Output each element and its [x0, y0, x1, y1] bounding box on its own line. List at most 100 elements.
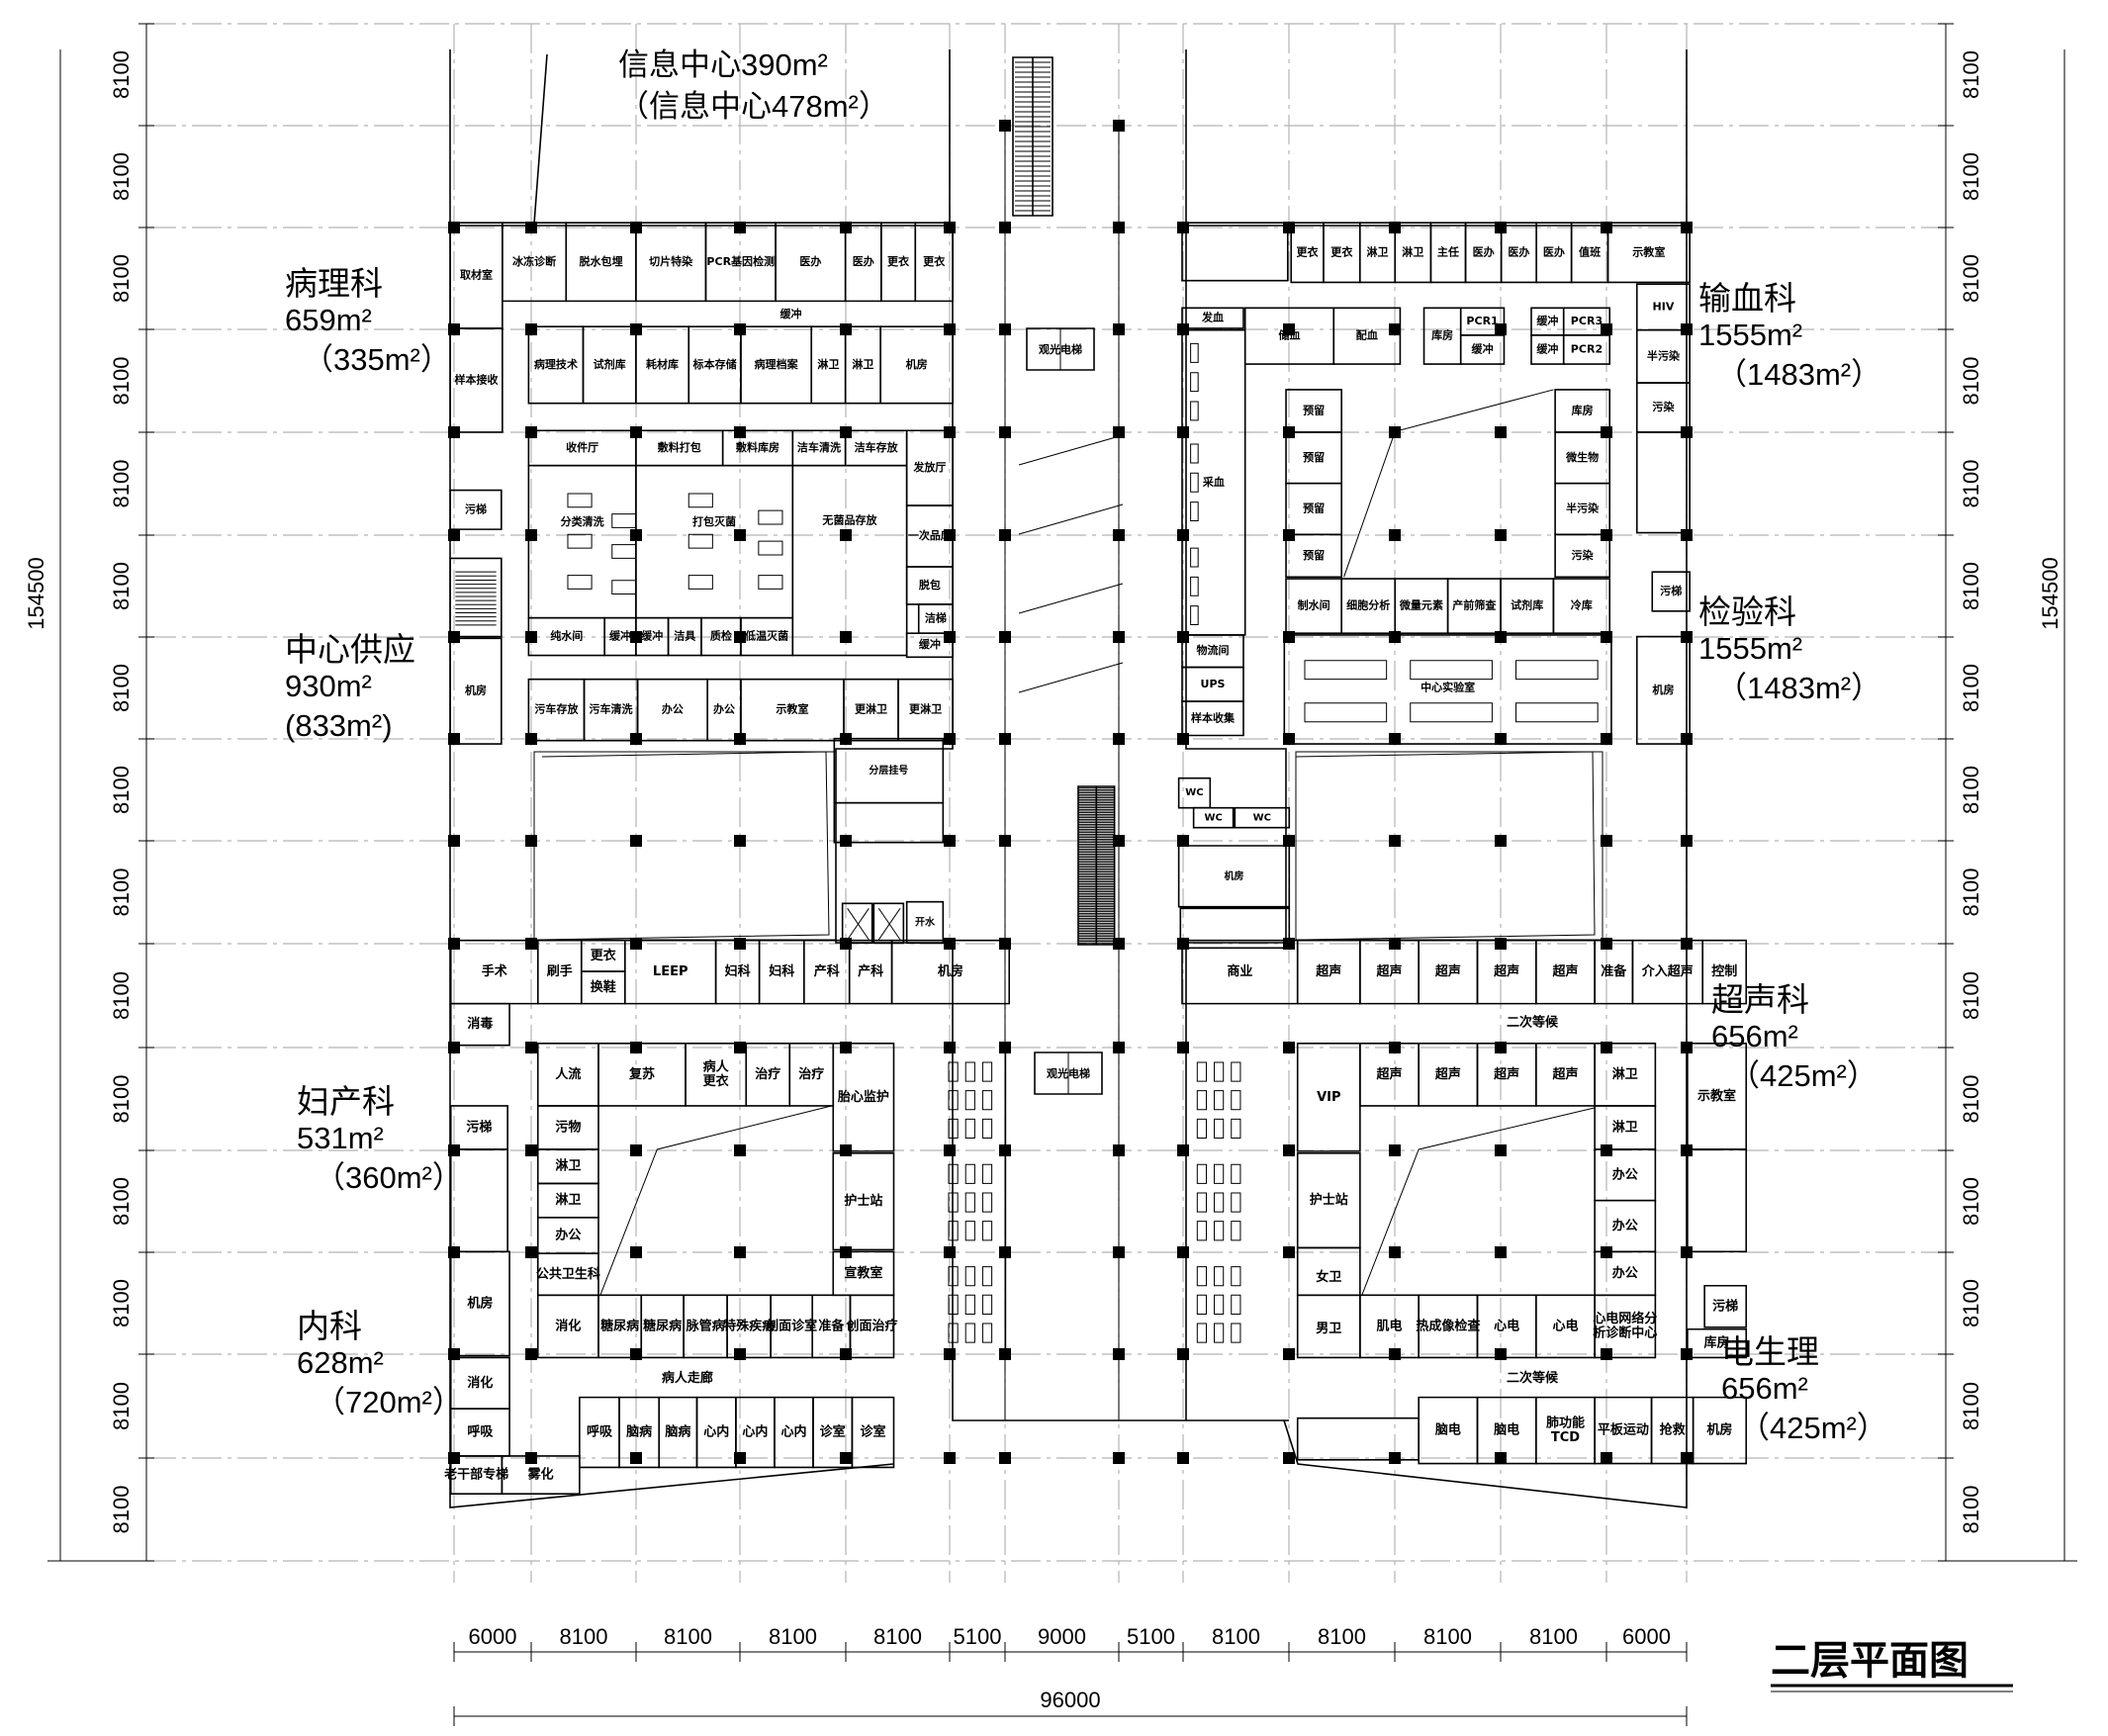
room-label: 更衣: [1330, 244, 1353, 258]
room-label: 创面治疗: [845, 1318, 897, 1333]
column: [840, 529, 852, 541]
room-label: 介入超声: [1641, 963, 1694, 979]
room-label: 示教室: [1631, 244, 1665, 258]
room-label: 治疗: [798, 1066, 824, 1082]
room: 半污染: [1637, 330, 1690, 383]
waiting-chair: [982, 1222, 991, 1240]
room-label: 洁梯: [925, 611, 947, 625]
column: [944, 1144, 956, 1156]
room: 脑病: [659, 1398, 696, 1468]
row-dimension: 8100: [109, 50, 134, 99]
room-label: 商业: [1227, 963, 1252, 979]
column: [1177, 222, 1189, 233]
chair: [1191, 503, 1199, 521]
department-name: 输血科: [1698, 280, 1796, 317]
room: 试剂库: [1501, 579, 1553, 633]
room-label: 污梯: [466, 1119, 492, 1135]
waiting-chair: [982, 1119, 991, 1138]
room-label: 预留: [1303, 403, 1325, 416]
room-outline: [1553, 579, 1609, 633]
room: 超声: [1478, 1044, 1536, 1106]
column: [525, 1452, 537, 1464]
room: 医办: [776, 223, 846, 301]
equipment: [688, 576, 712, 590]
row-dimension: 8100: [1959, 1279, 1983, 1327]
room: 超声: [1536, 1044, 1595, 1106]
room: 预留: [1286, 390, 1341, 432]
room-outline: [1652, 572, 1690, 611]
room-label: 淋卫: [852, 357, 873, 371]
waiting-chair: [982, 1091, 991, 1110]
room-label: 脑电: [1494, 1422, 1519, 1438]
column: [1283, 1246, 1295, 1258]
room-label: 肺功能: [1546, 1415, 1585, 1430]
column: [734, 529, 746, 541]
room: 雾化: [502, 1456, 579, 1494]
column: [734, 1246, 746, 1258]
info-center-label-alt: （信息中心478m²）: [618, 89, 889, 124]
room-label: 污染: [1572, 548, 1595, 562]
room-outline: [1555, 534, 1609, 577]
room-label: 机房: [1706, 1422, 1732, 1438]
row-dimension: 8100: [109, 152, 134, 201]
elevator-label: 观光电梯: [1039, 342, 1082, 356]
room-label: 办公: [1612, 1218, 1638, 1233]
row-dimension: 8100: [1959, 254, 1983, 303]
column: [1681, 426, 1693, 438]
atrium-line: [1362, 1108, 1595, 1295]
room: 病理档案: [741, 326, 811, 403]
room-label: 机房: [465, 684, 487, 697]
room: 污染: [1555, 534, 1609, 577]
room: 预留: [1286, 432, 1341, 484]
room: 胎心监护: [833, 1044, 893, 1151]
room-label: 热成像检查: [1416, 1318, 1481, 1333]
room-label: 超声: [1494, 1066, 1519, 1082]
room-outline: [852, 1398, 893, 1468]
equipment: [612, 514, 636, 528]
column: [525, 1144, 537, 1156]
waiting-chair: [949, 1193, 958, 1212]
wall: [1019, 504, 1123, 534]
row-dimension: 8100: [1959, 562, 1983, 610]
room-outline: [450, 491, 502, 530]
room: 缓冲: [780, 307, 802, 320]
column: [1389, 631, 1401, 643]
lab-bench: [1411, 703, 1493, 722]
waiting-chair: [949, 1164, 958, 1183]
column: [1601, 1452, 1612, 1464]
room: 敷料打包: [636, 430, 723, 465]
department-area-alt: （720m²）: [315, 1385, 463, 1419]
column: [1113, 938, 1125, 950]
column: [630, 1042, 642, 1053]
room-label: 呼吸: [467, 1424, 494, 1440]
room: 库房: [1555, 390, 1609, 432]
column: [630, 938, 642, 950]
department-name: 检验科: [1698, 594, 1796, 630]
column: [999, 733, 1011, 745]
room-label: 洁车存放: [855, 440, 899, 454]
waiting-chair: [1232, 1119, 1240, 1138]
room-label: 医办: [853, 254, 874, 268]
room-label: 打包灭菌: [692, 514, 736, 528]
column: [1681, 1452, 1693, 1464]
room: 超声: [1478, 941, 1536, 1004]
waiting-chair: [965, 1091, 974, 1110]
waiting-area-label: 二次等候: [1507, 1014, 1559, 1030]
column: [448, 1144, 460, 1156]
room-outline: [528, 466, 635, 618]
column: [1283, 1042, 1295, 1053]
waiting-area-label: 二次等候: [1507, 1370, 1559, 1386]
room-label: 护士站: [844, 1193, 882, 1209]
room-label: 半污染: [1566, 501, 1600, 514]
room-label: 护士站: [1310, 1192, 1348, 1208]
room-label: 缓冲: [1472, 341, 1494, 355]
room-label: LEEP: [653, 964, 688, 979]
column: [1177, 733, 1189, 745]
waiting-chair: [1232, 1295, 1240, 1314]
room-label: 脱包: [919, 578, 941, 592]
column: [1601, 631, 1612, 643]
room: 污梯: [451, 1106, 507, 1149]
room-label: 制水间: [1298, 598, 1330, 612]
waiting-chair: [1232, 1267, 1240, 1286]
room: 更衣: [1291, 223, 1324, 282]
